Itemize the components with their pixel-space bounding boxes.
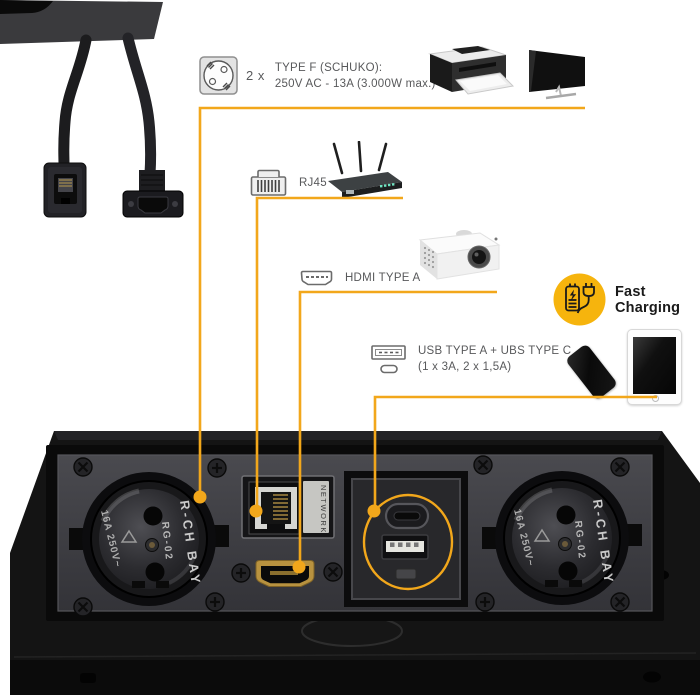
annotation-rj45: RJ45 [250, 168, 327, 197]
tv-image [529, 50, 585, 100]
socket-model-marking: RG-02 [572, 520, 587, 560]
usb-c-port [384, 502, 430, 530]
hdmi-cable [122, 32, 157, 180]
fast-charging-battery-icon [553, 273, 606, 326]
projector-image [418, 230, 501, 280]
rj45-port: NETWORK [241, 475, 335, 539]
tablet-image [627, 329, 682, 405]
schuko-label-line2: 250V AC - 13A (3.000W max.) [274, 77, 436, 90]
socket-model-marking: RG-02 [159, 521, 174, 561]
usb-a-port [381, 534, 429, 560]
usb-label-line1: USB TYPE A + UBS TYPE C [418, 345, 572, 357]
schuko-socket-icon [199, 56, 238, 95]
cable-pigtails-photo [0, 0, 184, 218]
annotation-usb: USB TYPE A + UBS TYPE C (1 x 3A, 2 x 1,5… [371, 343, 571, 375]
schuko-label-line1: TYPE F (SCHUKO): [274, 61, 383, 74]
schuko-quantity: 2 x [246, 68, 265, 83]
hdmi-connector-icon [300, 270, 333, 286]
fast-charging-badge: Fast Charging [553, 273, 680, 326]
annotation-schuko: 2 x TYPE F (SCHUKO): 250V AC - 13A (3.00… [199, 56, 436, 95]
rj45-plug-icon [250, 169, 287, 196]
popup-socket-module-photo: R-CH BAY RG-02 16A 250V~ NETWORK [10, 431, 700, 695]
tablet-home-button [652, 395, 659, 402]
unit-underside [0, 0, 163, 44]
hdmi-panel-connector [122, 170, 184, 218]
schuko-socket-left: R-CH BAY RG-02 16A 250V~ [69, 472, 229, 606]
router-image [328, 141, 402, 198]
usb-module-indicator [395, 568, 417, 580]
hdmi-port [255, 560, 315, 587]
usb-c-icon [379, 364, 398, 373]
printer-image [428, 46, 515, 95]
network-port-label: NETWORK [319, 485, 328, 534]
rj45-coupler [43, 162, 87, 218]
rj45-cable [58, 34, 92, 172]
usb-charger-module [344, 471, 468, 607]
annotation-hdmi: HDMI TYPE A [299, 268, 420, 288]
smartphone-image [564, 343, 619, 401]
fast-charging-line1: Fast [615, 283, 646, 300]
fast-charging-line2: Charging [615, 299, 681, 316]
usb-label-line2: (1 x 3A, 2 x 1,5A) [418, 361, 512, 373]
usb-a-icon [371, 344, 406, 360]
